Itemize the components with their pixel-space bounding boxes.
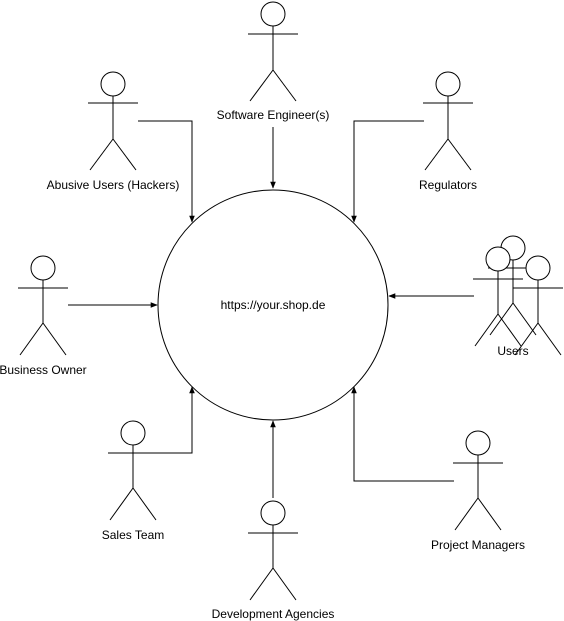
actor-label-abusive-users: Abusive Users (Hackers)	[46, 178, 180, 192]
actor-label-business-owner: Business Owner	[0, 363, 87, 377]
connector-project-managers	[351, 386, 454, 482]
actor-abusive-users[interactable]	[88, 71, 138, 171]
actor-label-project-managers: Project Managers	[430, 538, 526, 552]
actor-regulators[interactable]	[423, 71, 473, 171]
connector-regulators	[351, 120, 424, 223]
actor-label-development-agencies: Development Agencies	[211, 607, 335, 621]
actor-sales-team[interactable]	[108, 420, 158, 521]
actor-users[interactable]	[473, 235, 563, 356]
actor-development-agencies[interactable]	[248, 500, 298, 601]
actor-label-sales-team: Sales Team	[101, 528, 165, 542]
system-circle[interactable]	[157, 189, 389, 421]
system-label: https://your.shop.de	[220, 298, 326, 312]
connector-sales-team	[156, 386, 195, 454]
actor-label-regulators: Regulators	[418, 178, 478, 192]
connector-abusive-users	[138, 120, 195, 223]
actor-software-engineers[interactable]	[248, 1, 298, 102]
actor-project-managers[interactable]	[453, 430, 503, 531]
actor-label-software-engineers: Software Engineer(s)	[216, 108, 330, 122]
actor-label-users: Users	[497, 344, 529, 358]
actor-business-owner[interactable]	[18, 255, 68, 356]
